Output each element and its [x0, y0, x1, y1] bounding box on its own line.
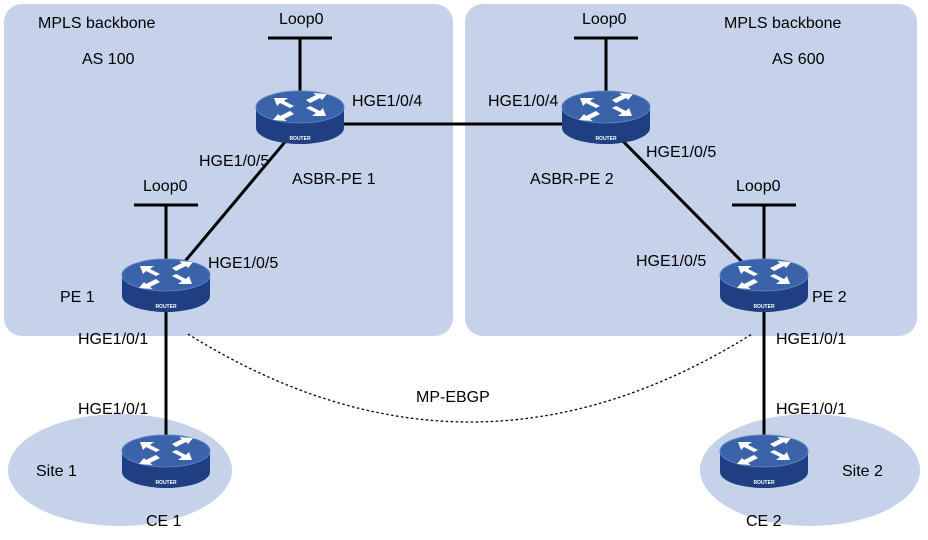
asbr2-loop-label: Loop0 — [582, 11, 627, 28]
router-pe1-icon-text: ROUTER — [155, 304, 177, 310]
pe2-name: PE 2 — [812, 289, 847, 306]
pe1-name: PE 1 — [60, 289, 95, 306]
ce1-name: CE 1 — [146, 513, 182, 530]
ce2-name: CE 2 — [746, 513, 782, 530]
pe1-down-if: HGE1/0/1 — [78, 331, 148, 348]
pe2-down-if: HGE1/0/1 — [776, 331, 846, 348]
router-asbr-pe1-icon-text: ROUTER — [289, 136, 311, 142]
site1-label: Site 1 — [36, 463, 77, 480]
router-ce1[interactable]: ROUTER — [121, 434, 211, 489]
router-ce2[interactable]: ROUTER — [719, 434, 809, 489]
site2-label: Site 2 — [842, 463, 883, 480]
pe2-up-if: HGE1/0/5 — [636, 253, 706, 270]
pe1-up-if: HGE1/0/5 — [208, 255, 278, 272]
pe2-loop-label: Loop0 — [736, 178, 781, 195]
router-ce1-icon-text: ROUTER — [155, 480, 177, 486]
as100-region — [4, 4, 453, 336]
ce2-up-if: HGE1/0/1 — [776, 401, 846, 418]
router-asbr-pe2[interactable]: ROUTER — [561, 90, 651, 145]
mp-ebgp-session — [187, 333, 753, 423]
router-pe2-icon-text: ROUTER — [753, 304, 775, 310]
as600-number: AS 600 — [772, 51, 825, 68]
ce1-up-if: HGE1/0/1 — [78, 401, 148, 418]
link-asbr2-pe2 — [604, 122, 766, 286]
asbr1-down-if: HGE1/0/5 — [199, 153, 269, 170]
asbr1-right-if: HGE1/0/4 — [352, 93, 422, 110]
asbr1-loop-label: Loop0 — [279, 11, 324, 28]
asbr1-name: ASBR-PE 1 — [292, 171, 376, 188]
pe1-loop-label: Loop0 — [143, 178, 188, 195]
as100-title: MPLS backbone — [38, 15, 156, 32]
as600-title: MPLS backbone — [724, 15, 842, 32]
as100-number: AS 100 — [82, 51, 135, 68]
asbr2-down-if: HGE1/0/5 — [646, 144, 716, 161]
router-asbr-pe2-icon-text: ROUTER — [595, 136, 617, 142]
router-ce2-icon-text: ROUTER — [753, 480, 775, 486]
asbr2-name: ASBR-PE 2 — [530, 171, 614, 188]
router-pe2[interactable]: ROUTER — [719, 258, 809, 313]
mp-ebgp-label: MP-EBGP — [416, 389, 490, 406]
as600-region — [465, 4, 917, 336]
router-pe1[interactable]: ROUTER — [121, 258, 211, 313]
link-asbr1-pe1 — [164, 123, 302, 285]
asbr2-left-if: HGE1/0/4 — [488, 93, 558, 110]
router-asbr-pe1[interactable]: ROUTER — [255, 90, 345, 145]
